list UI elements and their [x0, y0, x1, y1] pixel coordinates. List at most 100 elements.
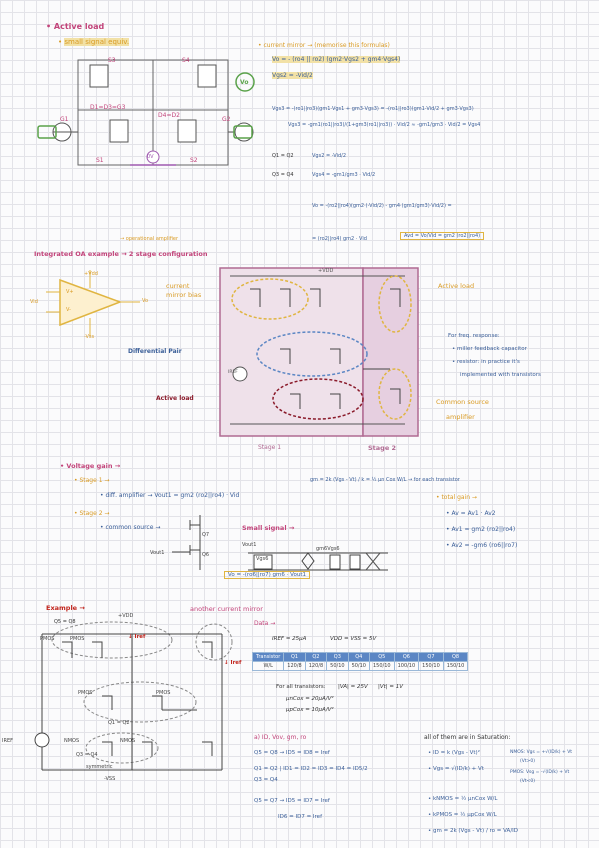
id-line-1: Q5 = Q8 → ID5 = ID8 = Iref — [254, 750, 330, 756]
eq-vgs2b: Vgs2 = -Vid/2 — [312, 153, 346, 159]
id-line-2: Q1 = Q2 | ID1 = ID2 = ID3 = ID4 = ID5/2 — [254, 766, 368, 772]
saturation-heading: all of them are in Saturation: — [424, 734, 511, 741]
schematic-iref: IREF — [228, 370, 238, 375]
example-circuit — [34, 621, 233, 771]
gm-ro-equation: • gm = 2k (Vgs - Vt) / ro = VA/ID — [428, 828, 519, 834]
eq-vgs2: Vgs2 = -Vid/2 — [272, 72, 313, 79]
two-stage-opamp-schematic — [219, 267, 419, 437]
opamp-vplus: V+ — [66, 289, 74, 295]
s2-label: S2 — [190, 157, 198, 164]
eq-vgs3: Vgs3 = -(ro1||ro3)(gm1·Vgs1 + gm3·Vgs3) … — [272, 106, 474, 112]
iref-value: IREF = 25μA — [272, 636, 307, 642]
q5-q8-label: Q5 = Q8 — [54, 619, 76, 625]
integrated-oa-title: Integrated OA example → 2 stage configur… — [34, 250, 208, 258]
question-a: a) ID, Vov, gm, ro — [254, 734, 307, 741]
diff-amplifier-eq: • diff. amplifier → Vout1 = gm2 (ro2||ro… — [100, 492, 240, 499]
gnd-label: 0V — [147, 154, 154, 160]
iref-center: ↓ Iref — [128, 634, 146, 640]
pmos-diff-left: PMOS — [78, 690, 93, 696]
va-value: |VA| = 25V — [338, 684, 368, 690]
up-cox-value: μpCox = 10μA/V² — [286, 707, 334, 713]
d1-label: D1=D3=G3 — [90, 104, 126, 111]
s1-label: S1 — [96, 157, 104, 164]
avd-result-box: Avd = Vo/Vid = gm2 (ro2||ro4) — [400, 232, 485, 240]
common-source-label: Common source amplifier — [436, 398, 489, 421]
q6-label: Q6 — [202, 552, 210, 558]
vout1-model-label: Vout1 — [242, 542, 257, 548]
active-load-title: • Active load — [46, 22, 105, 31]
opamp-vss: -Vss — [84, 334, 95, 340]
stage2-label: Stage 2 — [368, 444, 397, 452]
s3-label: S3 — [108, 57, 116, 64]
iref-left-source: IREF — [2, 738, 13, 744]
example-title: Example → — [46, 604, 85, 612]
vo-label: Vo — [240, 79, 249, 86]
opamp-symbol — [46, 270, 140, 336]
common-source-heading: • common source → — [100, 524, 161, 531]
eq-vgs3-approx: Vgs3 = -gm1(ro1||ro3)/(1+gm3(ro1||ro3)) … — [288, 122, 481, 128]
av-eq: • Av = Av1 · Av2 — [446, 510, 496, 517]
example-vss: -VSS — [104, 776, 116, 782]
opamp-vminus: V- — [66, 307, 71, 313]
voltage-gain-title: • Voltage gain → — [60, 462, 121, 470]
pmos-diff-right: PMOS — [156, 690, 171, 696]
pmos-vsg: PMOS: Vsg = -√(ID/k) + Vt — [510, 770, 570, 775]
small-signal-subtitle: • small signal equiv. — [58, 38, 130, 46]
data-heading: Data → — [254, 620, 276, 627]
opamp-note: → operational amplifier — [120, 236, 178, 242]
eq-vgs4: Vgs4 = -gm1/gm3 · Vid/2 — [312, 172, 376, 178]
nmos-vgs: NMOS: Vgs = +√(ID/k) + Vt — [510, 750, 573, 755]
pmos-label-left: PMOS — [40, 636, 55, 642]
schematic-vdd: +VDD — [318, 268, 334, 274]
id-line-3: Q5 = Q7 → ID5 = ID7 = Iref — [254, 798, 330, 804]
symmetric-note: symmetric — [86, 764, 113, 770]
av1-eq: • Av1 = gm2 (ro2||ro4) — [446, 526, 516, 533]
q1-q2-example: Q1 = Q2 — [108, 720, 130, 726]
another-current-mirror: another current mirror — [190, 605, 263, 613]
av2-eq: • Av2 = -gm6 (ro6||ro7) — [446, 542, 518, 549]
all-transistors-note: For all transistors: — [276, 684, 326, 690]
nmos-left: NMOS — [64, 738, 80, 744]
eq-vo: Vo = - (ro4 || ro2) (gm2·Vgs2 + gm4·Vgs4… — [272, 56, 401, 63]
id-line-4: ID6 = ID7 = Iref — [278, 814, 323, 820]
g1-label: G1 — [60, 116, 69, 123]
eq-vo-expanded: Vo = -(ro2||ro4)(gm2·(-Vid/2) - gm4·(gm1… — [312, 203, 452, 209]
q7-label: Q7 — [202, 532, 210, 538]
k-pmos: • kPMOS = ½ μpCox W/L — [428, 812, 497, 818]
small-signal-heading: Small signal → — [242, 524, 295, 532]
differential-pair-label: Differential Pair — [128, 348, 182, 355]
table-header-row: Transistor Q1 Q2 Q3 Q4 Q5 Q6 Q7 Q8 — [251, 652, 469, 662]
opamp-vo: Vo — [142, 298, 149, 304]
pmos-cond: (Vt<0) — [520, 779, 535, 784]
gm-vgs6-label: gm6Vgs6 — [316, 546, 340, 552]
small-signal-circuit — [37, 59, 255, 166]
q3-eq-q4: Q3 = Q4 — [272, 172, 294, 178]
active-load-label-right: Active load — [438, 282, 475, 290]
freq-response-notes: For freq. response: • miller feedback ca… — [448, 333, 541, 378]
pmos-label-right: PMOS — [70, 636, 85, 642]
nmos-cond: (Vt>0) — [520, 759, 535, 764]
s4-label: S4 — [182, 57, 190, 64]
cs-stage-schematic — [172, 515, 201, 570]
vdd-value: VDD = VSS = 5V — [330, 636, 377, 642]
table-row: W/L 120/8 120/8 50/10 50/10 150/10 100/1… — [251, 661, 469, 671]
iref-right: ↓ Iref — [224, 660, 242, 666]
current-mirror-heading: • current mirror → (memorise this formul… — [258, 42, 390, 49]
d4-label: D4=D2 — [158, 112, 180, 119]
current-mirror-bias-label: current mirror bias — [166, 282, 202, 299]
nmos-right: NMOS — [120, 738, 136, 744]
example-vdd: +VDD — [118, 613, 134, 619]
opamp-vdd: +Vdd — [84, 271, 98, 277]
stage1-heading: • Stage 1 → — [74, 477, 110, 484]
gm-note: gm = 2k (Vgs - Vt) / k = ½ μn Cox W/L → … — [310, 477, 460, 483]
active-load-label-left: Active load — [156, 395, 194, 402]
un-cox-value: μnCox = 20μA/V² — [286, 696, 334, 702]
transistor-table: Transistor Q1 Q2 Q3 Q4 Q5 Q6 Q7 Q8 W/L 1… — [251, 652, 469, 671]
q1-eq-q2: Q1 = Q2 — [272, 153, 294, 159]
k-nmos: • kNMOS = ½ μnCox W/L — [428, 796, 498, 802]
vout1-input-label: Vout1 — [150, 550, 165, 556]
vo-cs-result: Vo = -(ro6||ro7) gm6 · Vout1 — [224, 571, 310, 579]
vgs6-label: Vgs6 — [256, 556, 269, 562]
id-equation: • ID = k (Vgs - Vt)² — [428, 750, 480, 756]
q3-q4-example: Q3 = Q4 — [76, 752, 98, 758]
